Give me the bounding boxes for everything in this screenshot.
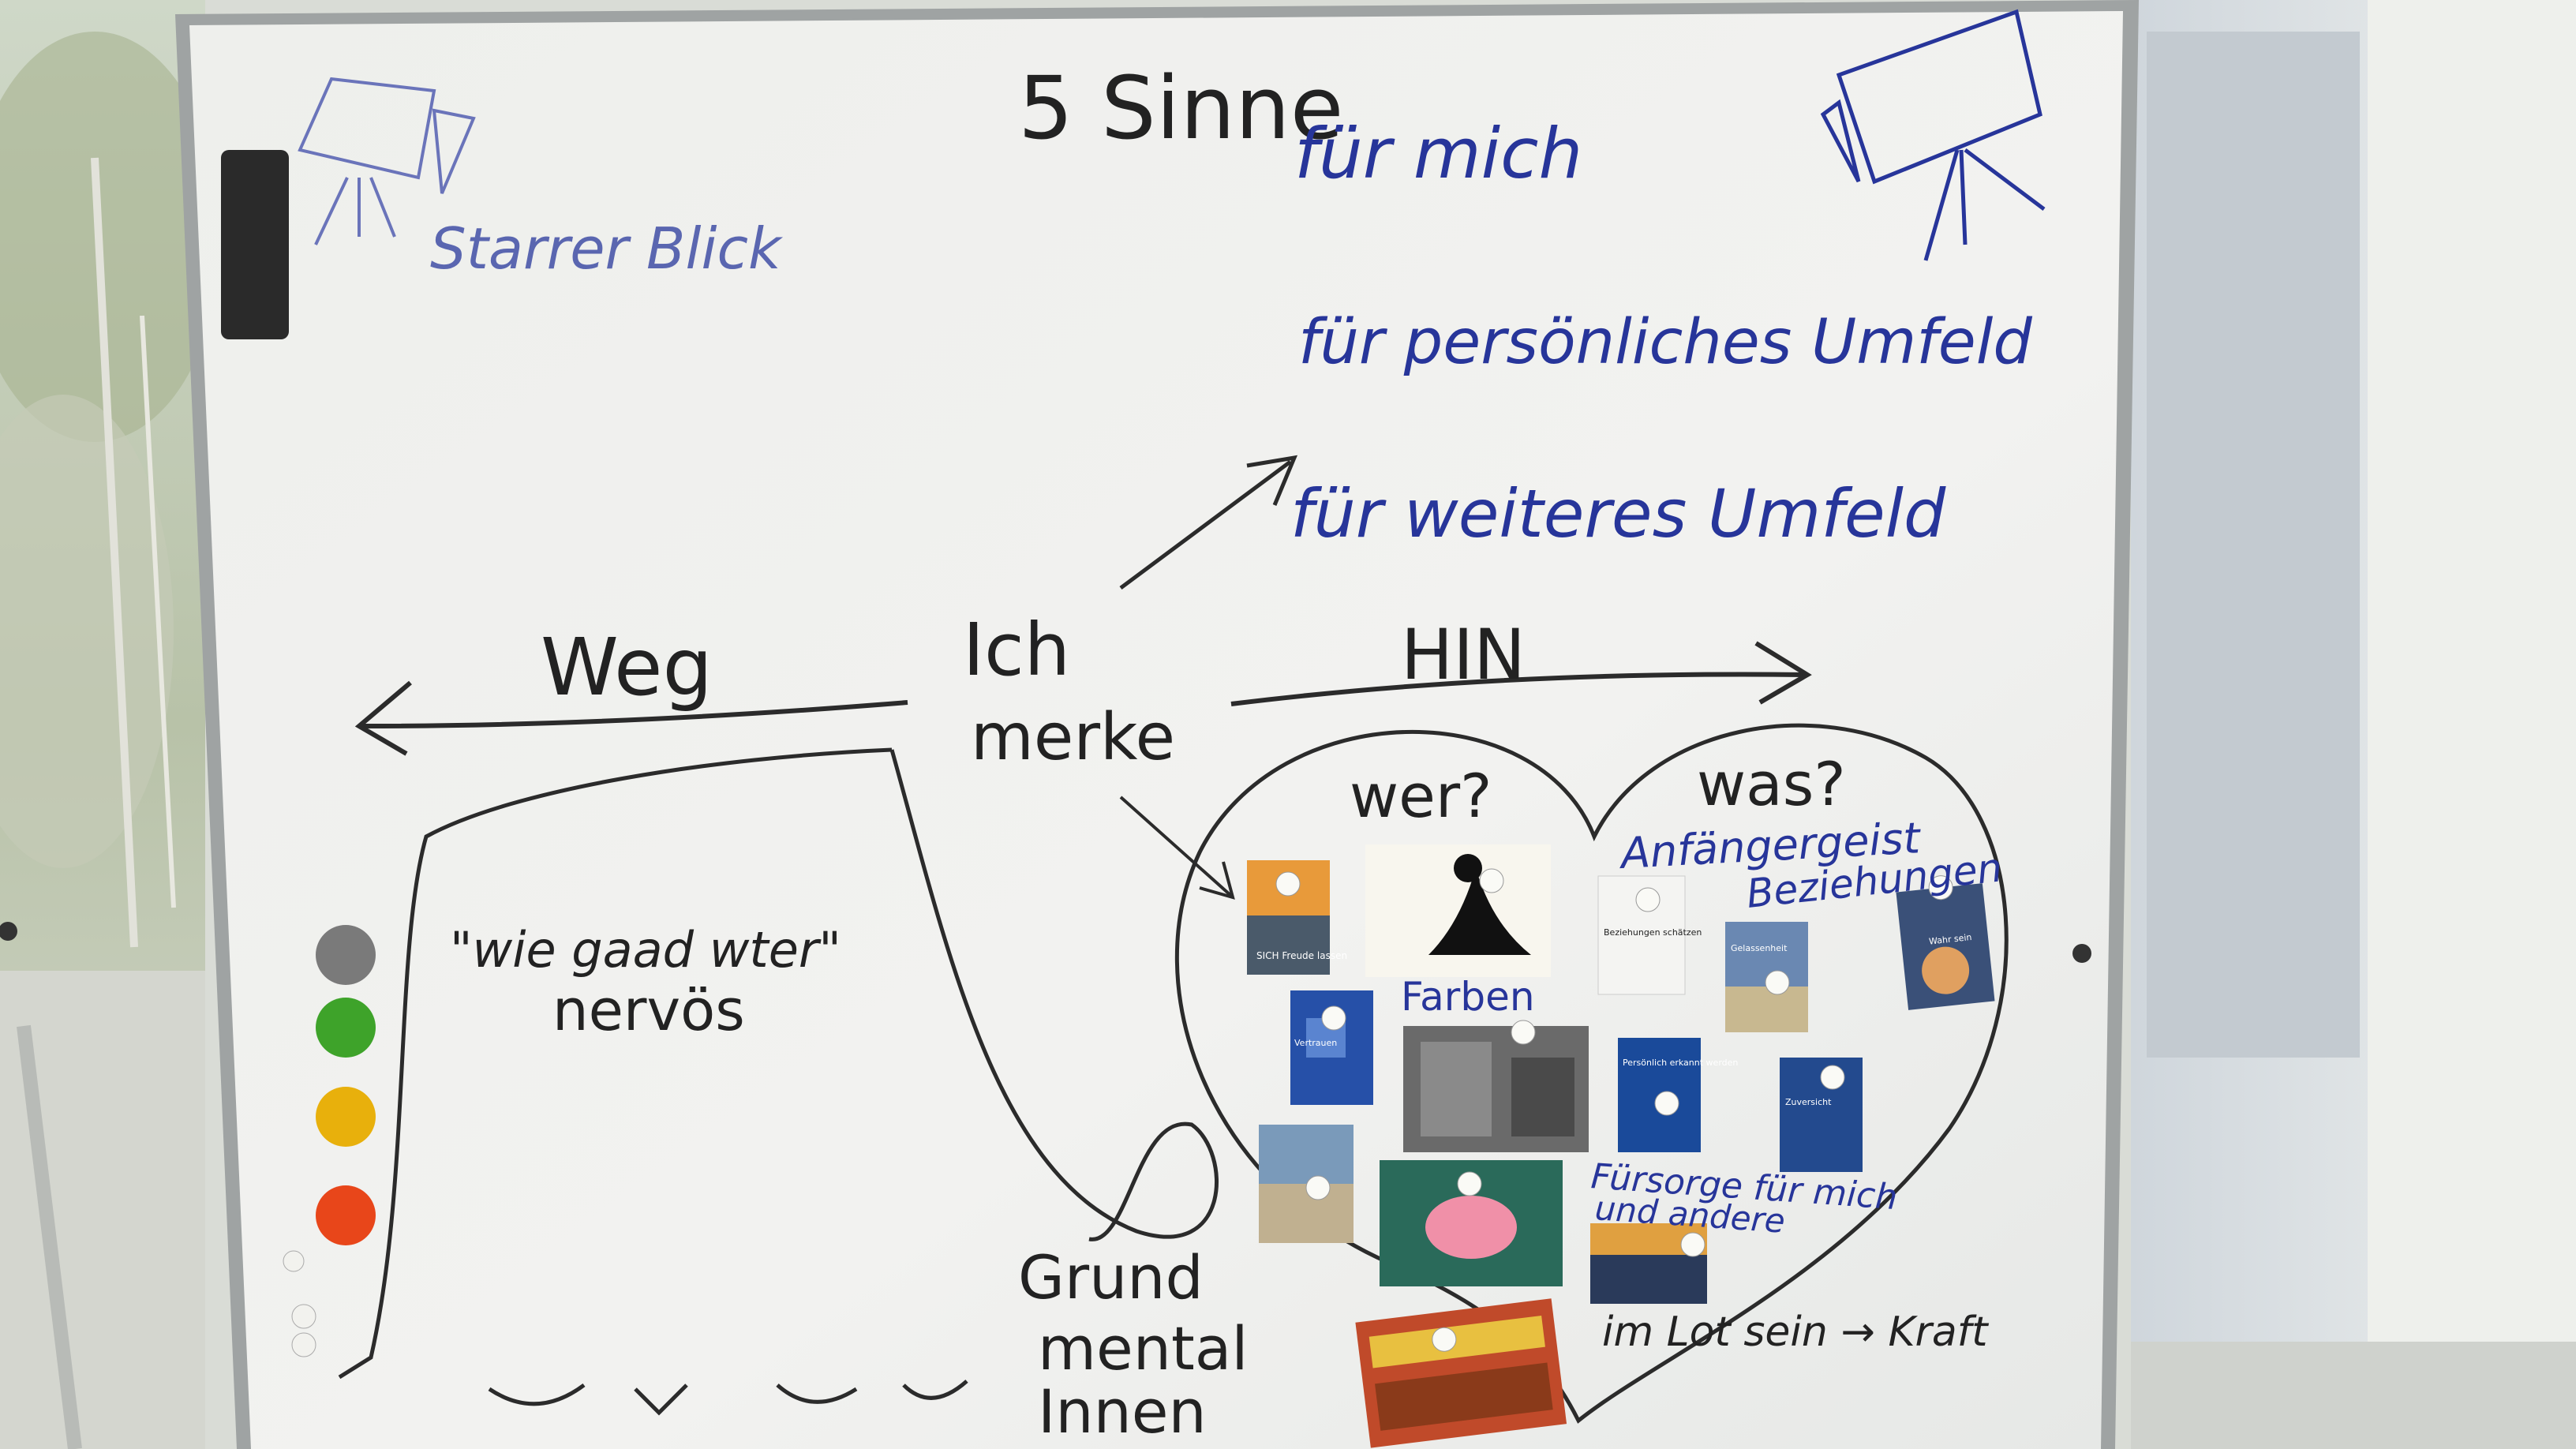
background-window-left bbox=[0, 0, 221, 1449]
heart-label-wer: wer? bbox=[1350, 761, 1492, 831]
card-vertrauen-label: Vertrauen bbox=[1294, 1038, 1337, 1048]
list-item-persoenliches-umfeld: für persönliches Umfeld bbox=[1298, 307, 2032, 378]
label-weg: Weg bbox=[541, 621, 713, 713]
small-magnet-1[interactable] bbox=[283, 1250, 305, 1272]
camera-sketch-left bbox=[298, 77, 476, 245]
card-zuversicht-label: Zuversicht bbox=[1785, 1097, 1832, 1107]
arrow-weg bbox=[354, 680, 908, 756]
card-gelassenheit-label: Gelassenheit bbox=[1731, 943, 1788, 953]
card-zuversicht[interactable]: Zuversicht bbox=[1780, 1058, 1863, 1172]
small-magnet-3[interactable] bbox=[291, 1332, 316, 1357]
title-5-sinne: 5 Sinne bbox=[1018, 58, 1343, 159]
card-cats[interactable] bbox=[1403, 1020, 1589, 1152]
bottom-mental: mental bbox=[1038, 1313, 1248, 1383]
bottom-grund: Grund bbox=[1018, 1242, 1204, 1312]
colored-magnet-3[interactable] bbox=[316, 1087, 376, 1147]
box-nervoes: nervös bbox=[552, 977, 745, 1043]
heart-label-was: was? bbox=[1697, 749, 1846, 819]
card-market[interactable] bbox=[1355, 1298, 1567, 1448]
bottom-tick-marks bbox=[488, 1380, 968, 1416]
card-persoenlich-label: Persönlich erkannt werden bbox=[1623, 1058, 1738, 1068]
heart-outline bbox=[1175, 723, 2009, 1424]
colored-magnet-4[interactable] bbox=[316, 1185, 376, 1245]
label-hin: HIN bbox=[1401, 614, 1526, 695]
magnet-group bbox=[316, 925, 376, 1245]
card-persoenlich[interactable]: Persönlich erkannt werden bbox=[1618, 1038, 1738, 1152]
heart-label-kraft: im Lot sein → Kraft bbox=[1602, 1309, 1989, 1356]
card-beziehungen[interactable]: Beziehungen schätzen bbox=[1597, 875, 1702, 995]
box-quote: "wie gaad wter" bbox=[450, 921, 841, 979]
list-item-weiteres-umfeld: für weiteres Umfeld bbox=[1290, 475, 1946, 552]
card-wahr-sein[interactable]: Wahr sein bbox=[1895, 871, 1995, 1010]
arrow-to-heart bbox=[1119, 796, 1235, 900]
bottom-innen: Innen bbox=[1038, 1376, 1207, 1447]
weg-box-outline bbox=[338, 747, 1219, 1380]
arrow-hin bbox=[1230, 641, 1812, 706]
camera-sketch-right bbox=[1820, 9, 2046, 261]
colored-magnet-1[interactable] bbox=[316, 925, 376, 985]
card-wahr-sein-label: Wahr sein bbox=[1929, 932, 1973, 947]
card-gelassenheit[interactable]: Gelassenheit bbox=[1725, 922, 1808, 1032]
arrow-up-right bbox=[1119, 455, 1298, 590]
background-window-right bbox=[2131, 0, 2576, 1449]
board-screw-right bbox=[2072, 944, 2091, 963]
note-starrer-blick: Starrer Blick bbox=[430, 215, 784, 282]
eraser[interactable] bbox=[221, 150, 289, 339]
colored-magnet-2[interactable] bbox=[316, 998, 376, 1058]
card-vertrauen-puzzle[interactable]: Vertrauen bbox=[1290, 990, 1373, 1105]
small-magnet-2[interactable] bbox=[291, 1304, 316, 1329]
card-beziehungen-label: Beziehungen schätzen bbox=[1604, 927, 1702, 938]
card-freude[interactable]: SICH Freude lassen bbox=[1247, 860, 1347, 975]
list-item-fuer-mich: für mich bbox=[1294, 113, 1582, 194]
card-yoga-drawing[interactable] bbox=[1365, 844, 1551, 977]
card-lotus[interactable] bbox=[1380, 1160, 1563, 1286]
center-merke: merke bbox=[971, 700, 1175, 775]
card-freude-label: SICH Freude lassen bbox=[1256, 950, 1347, 961]
center-ich: Ich bbox=[963, 608, 1070, 692]
board-screw-left bbox=[0, 922, 17, 941]
card-beach-woman[interactable] bbox=[1259, 1125, 1354, 1243]
card-sunset-jump[interactable] bbox=[1590, 1223, 1707, 1304]
heart-label-farben: Farben bbox=[1401, 974, 1535, 1020]
